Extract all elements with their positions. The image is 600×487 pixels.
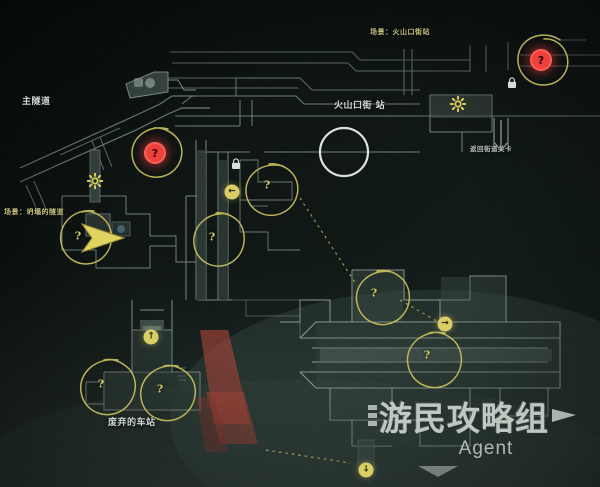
arrow-right-icon[interactable]: →	[437, 316, 453, 332]
sun-icon-1[interactable]	[86, 172, 104, 190]
lock-icon-1[interactable]	[231, 158, 242, 170]
sun-icon-glyph	[86, 172, 104, 190]
scene-header-label: 场景：火山口街站	[370, 28, 430, 36]
lock-icon-2[interactable]	[507, 77, 518, 89]
question-annotation-1: ?	[263, 178, 271, 192]
player-cursor-glyph	[80, 223, 126, 253]
question-annotation-3: ?	[74, 229, 82, 243]
arrow-up-glyph: ↑	[143, 329, 159, 345]
question-annotation-5: ?	[156, 382, 164, 396]
label-main-tunnel: 主隧道	[22, 97, 51, 107]
arrow-down-icon[interactable]: ↓	[358, 462, 374, 478]
marker-red-question-1[interactable]: ?	[530, 49, 552, 71]
lock-icon-glyph	[507, 77, 517, 88]
label-return-street: 返回街道关卡	[470, 145, 512, 153]
question-annotation-7: ?	[423, 348, 431, 362]
arrow-right-glyph: →	[437, 316, 453, 332]
arrow-left-glyph: ←	[224, 184, 240, 200]
lock-icon-glyph	[231, 158, 241, 169]
question-annotation-4: ?	[97, 377, 105, 391]
label-scene-tunnel: 场景：坍塌的隧道	[4, 208, 64, 216]
marker-red-question-2[interactable]: ?	[144, 142, 166, 164]
label-station-center: 火山口街 站	[334, 101, 386, 111]
question-annotation-6: ?	[370, 286, 378, 300]
question-annotation-2: ?	[208, 230, 216, 244]
label-abandoned-station: 废弃的车站	[108, 418, 156, 428]
arrow-left-icon[interactable]: ←	[224, 184, 240, 200]
sun-icon-2[interactable]	[449, 95, 467, 113]
red-marker-glyph: ?	[144, 142, 166, 164]
sun-icon-glyph	[449, 95, 467, 113]
player-cursor[interactable]	[78, 218, 126, 262]
red-marker-glyph: ?	[530, 49, 552, 71]
arrow-down-glyph: ↓	[358, 462, 374, 478]
arrow-up-icon[interactable]: ↑	[143, 329, 159, 345]
